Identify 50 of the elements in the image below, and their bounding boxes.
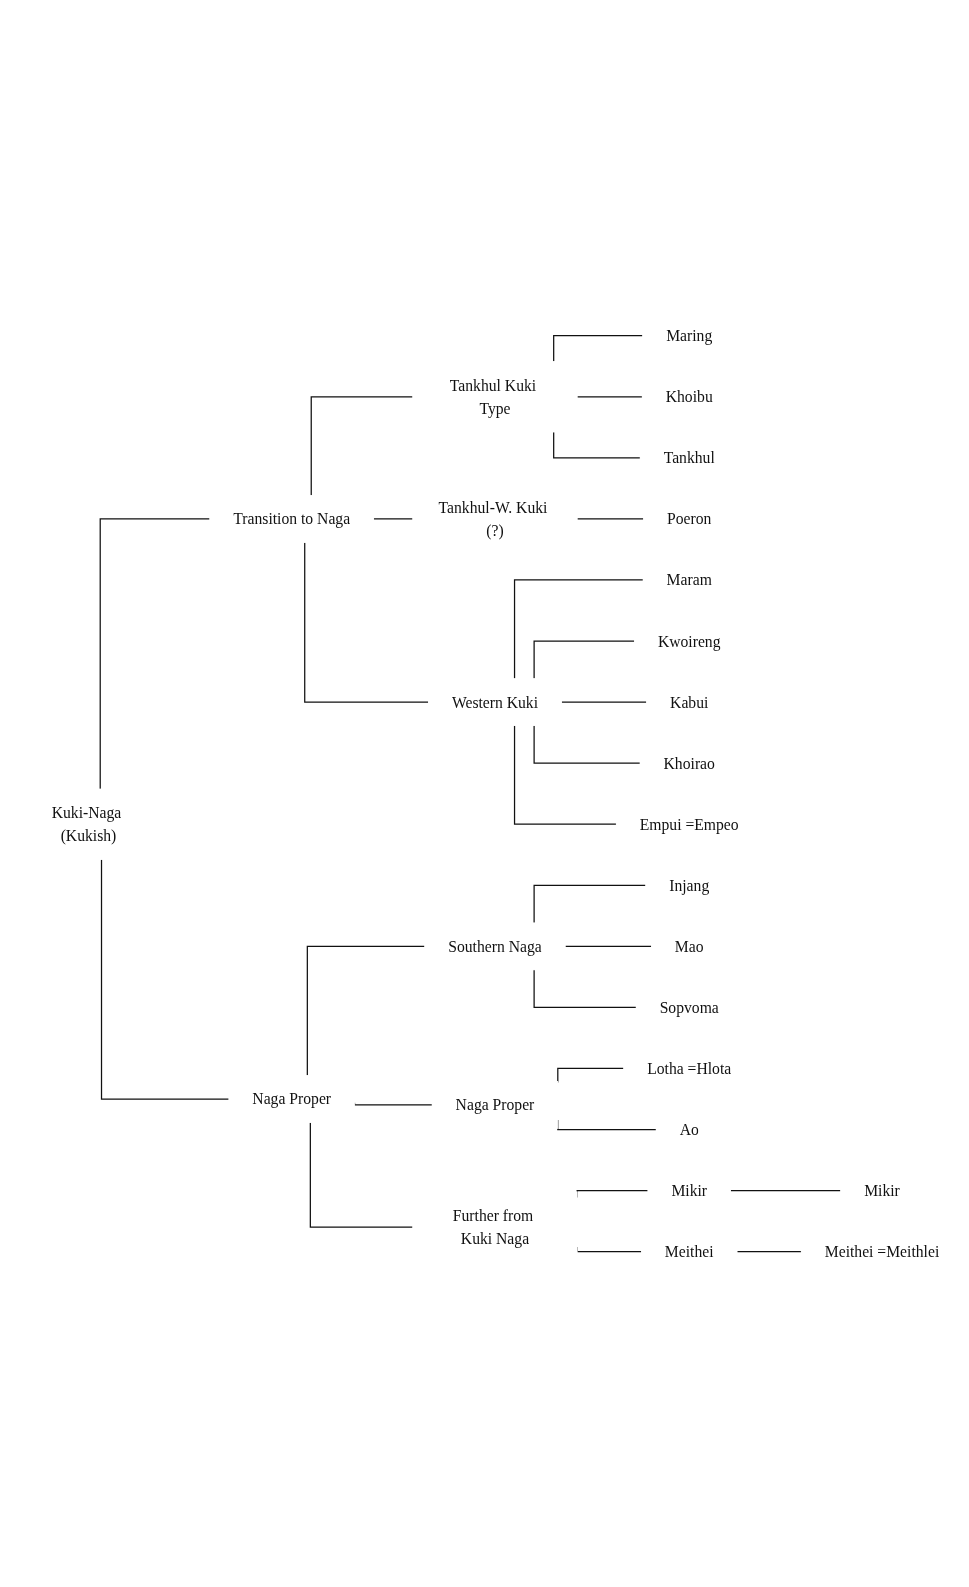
node-text: Khoirao	[663, 754, 715, 772]
connector	[533, 969, 637, 1008]
connector	[533, 884, 647, 924]
node-text: Kwoireng	[657, 632, 721, 650]
node-text: Maram	[666, 571, 712, 589]
connector	[533, 640, 636, 680]
node-text: Tankhul Kuki Type	[449, 376, 537, 417]
connector	[304, 541, 430, 703]
connector	[309, 1121, 414, 1228]
node-text: Ao	[679, 1120, 699, 1138]
node-text: Naga Proper	[455, 1096, 535, 1114]
connector	[553, 334, 644, 362]
node-text: Lotha =Hlota	[647, 1059, 732, 1077]
connector	[99, 518, 211, 790]
node-text: Mikir	[671, 1181, 708, 1199]
connector	[560, 701, 648, 703]
node-text: Meithei	[664, 1242, 714, 1261]
node-text: Meithei =Meithlei	[824, 1242, 940, 1261]
node-text: Empui =Empeo	[639, 815, 739, 833]
node-text: Khoibu	[665, 387, 713, 406]
node-text: Southern Naga	[448, 937, 542, 955]
connector	[564, 945, 652, 947]
connector	[100, 858, 230, 1100]
connector	[557, 1067, 625, 1083]
node-text: Mao	[674, 937, 704, 955]
connector	[533, 724, 641, 764]
connector	[553, 431, 641, 459]
node-text: Tankhul	[663, 449, 715, 467]
node-text: Injang	[669, 876, 710, 894]
node-text: Poeron	[667, 510, 712, 528]
node-text: Kuki-Naga (Kukish)	[51, 803, 122, 845]
connector	[513, 579, 644, 680]
connector	[310, 395, 414, 496]
node-text: Tankhul-W. Kuki (?)	[438, 498, 548, 540]
connector	[576, 395, 643, 398]
connector	[729, 1189, 842, 1191]
node-text: Naga Proper	[252, 1090, 332, 1108]
node-text: Sopvoma	[659, 998, 719, 1016]
connector	[576, 518, 645, 520]
node-text: Further from Kuki Naga	[452, 1206, 534, 1248]
connector	[353, 1101, 433, 1106]
node-text: Western Kuki	[451, 693, 539, 711]
connector	[373, 518, 414, 520]
node-text: Transition to Naga	[233, 510, 351, 528]
connector	[736, 1250, 802, 1253]
connector	[513, 724, 617, 825]
node-text: Mikir	[864, 1181, 900, 1199]
node-text: Kabui	[670, 693, 709, 711]
connector	[306, 945, 426, 1076]
node-text: Maring	[666, 326, 713, 345]
